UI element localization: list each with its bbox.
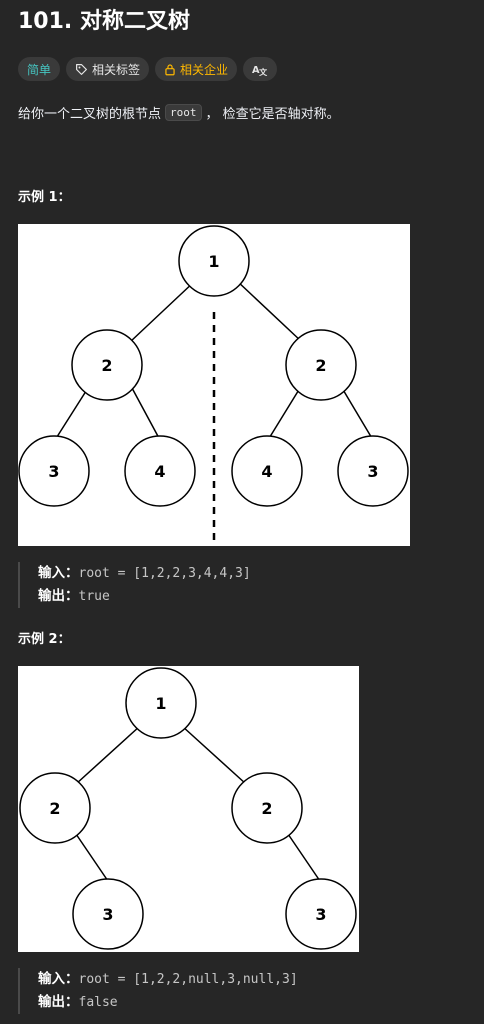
edge [129,279,197,343]
svg-text:3: 3 [315,905,326,924]
tree-node: 3 [337,435,409,507]
example-2-title: 示例 2： [18,632,71,647]
svg-text:3: 3 [102,905,113,924]
svg-text:3: 3 [48,462,59,481]
edge [75,725,141,785]
svg-text:2: 2 [261,799,272,818]
example-1-input-line: 输入：root = [1,2,2,3,4,4,3] [38,562,251,585]
tree-node: 1 [178,225,250,297]
edge [267,387,301,441]
example-2-input-line: 输入：root = [1,2,2,null,3,null,3] [38,968,298,991]
related-tags-label: 相关标签 [92,62,141,77]
difficulty-badge[interactable]: 简单 [18,57,61,81]
example-1-io: 输入：root = [1,2,2,3,4,4,3] 输出：true [18,562,251,608]
edge [131,387,161,441]
edge [235,279,303,343]
tree-node: 2 [231,772,303,844]
tree-node: 2 [285,329,357,401]
problem-title: 101. 对称二叉树 [18,9,190,34]
example-1-title: 示例 1： [18,190,71,205]
edge [75,833,111,885]
edge [181,725,247,785]
tree-node: 4 [231,435,303,507]
edge [54,387,89,441]
tree-node: 4 [124,435,196,507]
example-2-io: 输入：root = [1,2,2,null,3,null,3] 输出：false [18,968,298,1014]
tree-node: 3 [18,435,90,507]
description-text-before: 给你一个二叉树的根节点 [18,107,162,122]
svg-text:文: 文 [259,66,268,75]
lock-icon [164,63,176,76]
svg-text:2: 2 [49,799,60,818]
example-1-output-line: 输出：true [38,585,251,608]
problem-description: 给你一个二叉树的根节点 root ， 检查它是否轴对称。 [18,103,340,122]
description-text-after: ， 检查它是否轴对称。 [205,107,340,122]
svg-text:3: 3 [367,462,378,481]
output-label: 输出： [38,994,79,1010]
output-label: 输出： [38,588,79,604]
output-value: false [78,995,118,1010]
related-companies-label: 相关企业 [180,62,229,77]
difficulty-label: 简单 [27,62,52,77]
svg-text:1: 1 [155,694,166,713]
svg-text:A: A [252,65,260,76]
svg-text:2: 2 [101,356,112,375]
tree-node: 3 [72,878,144,950]
svg-text:4: 4 [154,462,165,481]
tree-node: 1 [125,667,197,739]
example-1-tree-image: 1 2 2 3 4 4 3 [18,224,410,546]
output-value: true [78,589,110,604]
edge [341,387,374,441]
related-companies-button[interactable]: 相关企业 [155,57,238,81]
input-value: root = [1,2,2,null,3,null,3] [78,972,298,987]
example-2-output-line: 输出：false [38,991,298,1014]
svg-text:4: 4 [261,462,272,481]
tree-node: 2 [71,329,143,401]
svg-text:1: 1 [208,252,219,271]
input-value: root = [1,2,2,3,4,4,3] [78,566,251,581]
input-label: 输入： [38,565,79,581]
input-label: 输入： [38,971,79,987]
svg-text:2: 2 [315,356,326,375]
tree-node: 3 [285,878,357,950]
edge [287,833,323,885]
example-2-tree-image: 1 2 2 3 3 [18,666,359,952]
tag-icon [75,63,88,76]
description-code-root: root [165,104,202,121]
related-tags-button[interactable]: 相关标签 [66,57,150,81]
tree-node: 2 [19,772,91,844]
